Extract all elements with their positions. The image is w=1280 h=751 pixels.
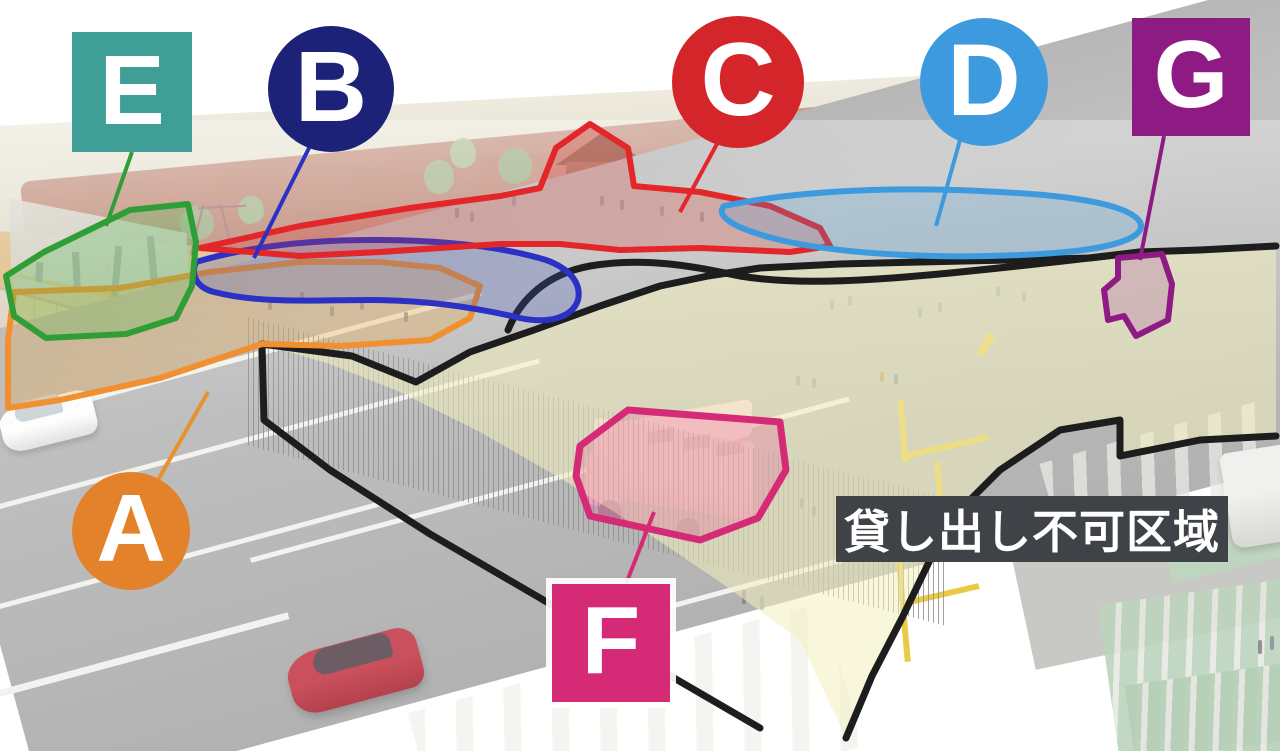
leader-line-d: [934, 139, 962, 227]
zone-b-area: [191, 237, 582, 324]
person: [1270, 636, 1274, 650]
marker-c[interactable]: C: [672, 16, 804, 148]
tree: [238, 196, 264, 224]
tree: [424, 160, 454, 194]
marker-f[interactable]: F: [552, 584, 670, 702]
leader-line-g: [1138, 135, 1166, 261]
marker-g-label: G: [1153, 21, 1229, 128]
leader-line-c: [678, 141, 720, 213]
marker-e-label: E: [99, 35, 165, 145]
marker-b[interactable]: B: [268, 26, 394, 152]
zone-g-area: [1101, 251, 1175, 339]
person: [1258, 640, 1262, 654]
no-rental-area-banner: 貸し出し不可区域: [836, 496, 1228, 562]
marker-d-label: D: [947, 23, 1021, 137]
marker-a-label: A: [96, 475, 166, 582]
person: [660, 206, 664, 216]
marker-g[interactable]: G: [1132, 18, 1250, 136]
marker-a[interactable]: A: [72, 472, 190, 590]
person: [360, 300, 364, 310]
no-rental-area-banner-text: 貸し出し不可区域: [844, 505, 1220, 559]
tree: [498, 148, 532, 184]
marker-b-label: B: [294, 31, 368, 143]
leader-line-a: [156, 391, 210, 481]
leader-line-e: [104, 151, 134, 227]
person: [268, 300, 272, 310]
zone-f-area: [572, 406, 790, 544]
zone-c-area: [197, 121, 833, 259]
zone-e-area: [3, 201, 199, 341]
person: [512, 196, 516, 206]
marker-f-label: F: [581, 587, 641, 694]
marker-c-label: C: [700, 22, 776, 138]
marker-d[interactable]: D: [920, 18, 1048, 146]
person: [600, 196, 604, 206]
person: [700, 212, 704, 222]
person: [404, 312, 408, 322]
person: [300, 292, 304, 302]
person: [455, 208, 459, 218]
leader-line-b: [252, 145, 312, 259]
tree: [450, 138, 476, 168]
marker-e[interactable]: E: [72, 32, 192, 152]
person: [470, 212, 474, 222]
zone-d-area: [719, 186, 1144, 260]
person: [330, 306, 334, 316]
person: [620, 200, 624, 210]
zone-no-rental: [262, 246, 1276, 738]
leader-line-f: [624, 511, 656, 585]
